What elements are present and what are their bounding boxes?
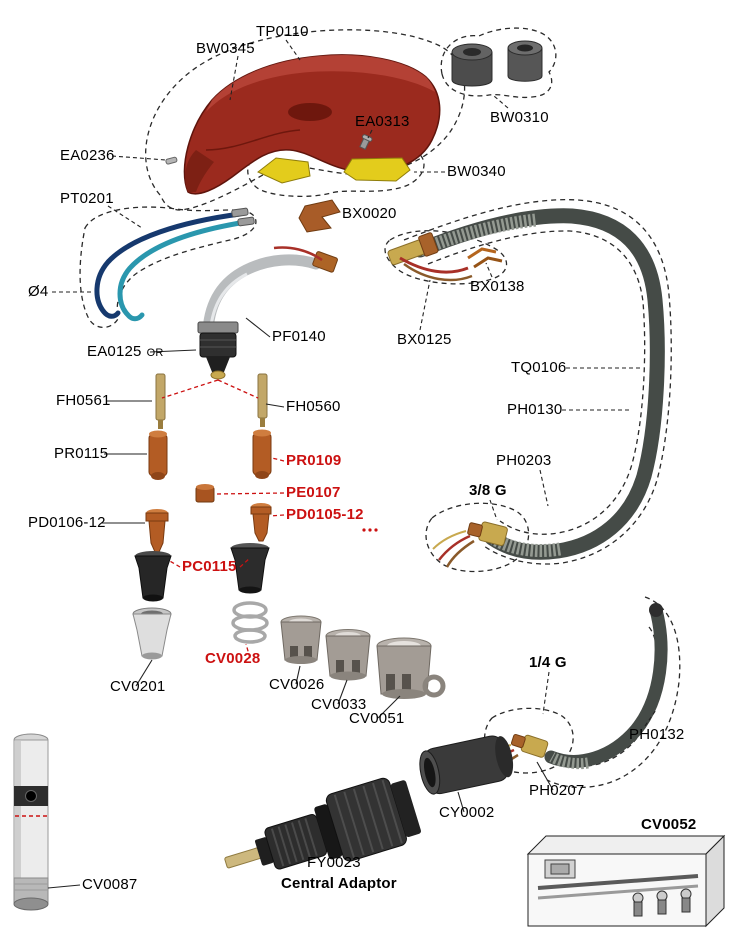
leader-lines-solid	[47, 317, 554, 889]
part-label-ea0236: EA0236	[60, 147, 115, 164]
part-label-cy0002: CY0002	[439, 804, 495, 821]
guard-tube-cv0087	[13, 733, 49, 911]
cable-assembly-tq0106	[387, 208, 665, 568]
parts-case-cv0052	[526, 834, 726, 928]
torch-neck-pf0140	[202, 246, 338, 336]
part-label-bw0345: BW0345	[196, 40, 255, 57]
leader-lines-dashed	[52, 39, 657, 727]
screw-ea0313	[359, 134, 373, 150]
tip-pr0109	[252, 429, 272, 479]
part-label-cv0028: CV0028	[205, 650, 261, 667]
trigger-paddles-bw0340	[257, 157, 411, 184]
part-label-ph0130: PH0130	[507, 401, 563, 418]
part-label-dia4: Ø4	[28, 283, 49, 300]
brass-fitting-bx0125	[387, 232, 439, 266]
part-label-bx0125: BX0125	[397, 331, 452, 348]
part-label-pc0115: PC0115	[182, 558, 237, 575]
part-label-ph0203: PH0203	[496, 452, 552, 469]
part-label-ph0132: PH0132	[629, 726, 685, 743]
shield-cup-cv0026	[280, 615, 322, 664]
copper-bracket-bx0020	[298, 199, 341, 233]
central-adaptor-fy0023	[224, 777, 421, 870]
red-ellipsis-dots	[362, 528, 378, 532]
brass-fitting-ph0203	[467, 521, 508, 546]
part-label-pr0115: PR0115	[54, 445, 109, 462]
sleeve-cy0002	[419, 735, 514, 795]
part-label-pr0109: PR0109	[286, 452, 342, 469]
cable-assembly-ph0132	[482, 603, 668, 779]
pin-ea0236	[165, 156, 178, 165]
part-label-pe0107: PE0107	[286, 484, 341, 501]
part-label-pt0201: PT0201	[60, 190, 114, 207]
retaining-cup-pc0115-right	[230, 543, 270, 594]
part-label-3-8-g: 3/8 G	[469, 482, 507, 499]
electrode-fh0561	[155, 373, 166, 429]
spring-spacer-cv0028	[231, 601, 269, 644]
part-label-ea0125: EA0125 OR	[87, 343, 164, 361]
tubes-pt0201	[94, 207, 255, 322]
part-label-bw0310: BW0310	[490, 109, 549, 126]
part-label-ph0207: PH0207	[529, 782, 585, 799]
brass-fitting-ph0207	[510, 733, 549, 758]
part-label-fy0023: FY0023	[307, 854, 361, 871]
part-label-tq0106: TQ0106	[511, 359, 567, 376]
nozzle-pd0106-12	[145, 509, 169, 553]
shield-cup-cv0201	[132, 607, 172, 660]
part-label-cv0087: CV0087	[82, 876, 138, 893]
spacer-pe0107	[195, 484, 215, 503]
part-label-tp0110: TP0110	[256, 23, 309, 40]
contact-strips-bx0138	[467, 247, 503, 269]
part-label-central-adaptor: Central Adaptor	[281, 875, 397, 892]
ea0125-code: EA0125	[87, 343, 142, 360]
part-label-cv0026: CV0026	[269, 676, 325, 693]
part-label-cv0033: CV0033	[311, 696, 367, 713]
ea0125-or-text: OR	[146, 347, 164, 359]
bushings-bw0310	[451, 40, 543, 87]
shield-cup-cv0051	[376, 637, 446, 699]
part-label-fh0561: FH0561	[56, 392, 111, 409]
nozzle-pd0105-12	[250, 503, 272, 542]
part-label-pd0105-12: PD0105-12	[286, 506, 364, 523]
retaining-cup-pc0115-left	[134, 551, 172, 602]
part-label-bx0020: BX0020	[342, 205, 397, 222]
tip-pr0115	[148, 430, 168, 480]
part-label-cv0201: CV0201	[110, 678, 166, 695]
connector-ea0125	[197, 321, 239, 380]
part-label-bx0138: BX0138	[470, 278, 525, 295]
part-label-bw0340: BW0340	[447, 163, 506, 180]
red-dashed-lines	[161, 379, 285, 659]
electrode-fh0560	[257, 373, 268, 427]
part-label-pf0140: PF0140	[272, 328, 326, 345]
shield-cup-cv0033	[325, 629, 371, 681]
part-label-1-4-g: 1/4 G	[529, 654, 567, 671]
part-label-ea0313: EA0313	[355, 113, 410, 130]
part-label-pd0106-12: PD0106-12	[28, 514, 106, 531]
part-label-cv0051: CV0051	[349, 710, 405, 727]
part-label-fh0560: FH0560	[286, 398, 341, 415]
part-label-cv0052: CV0052	[641, 816, 697, 833]
